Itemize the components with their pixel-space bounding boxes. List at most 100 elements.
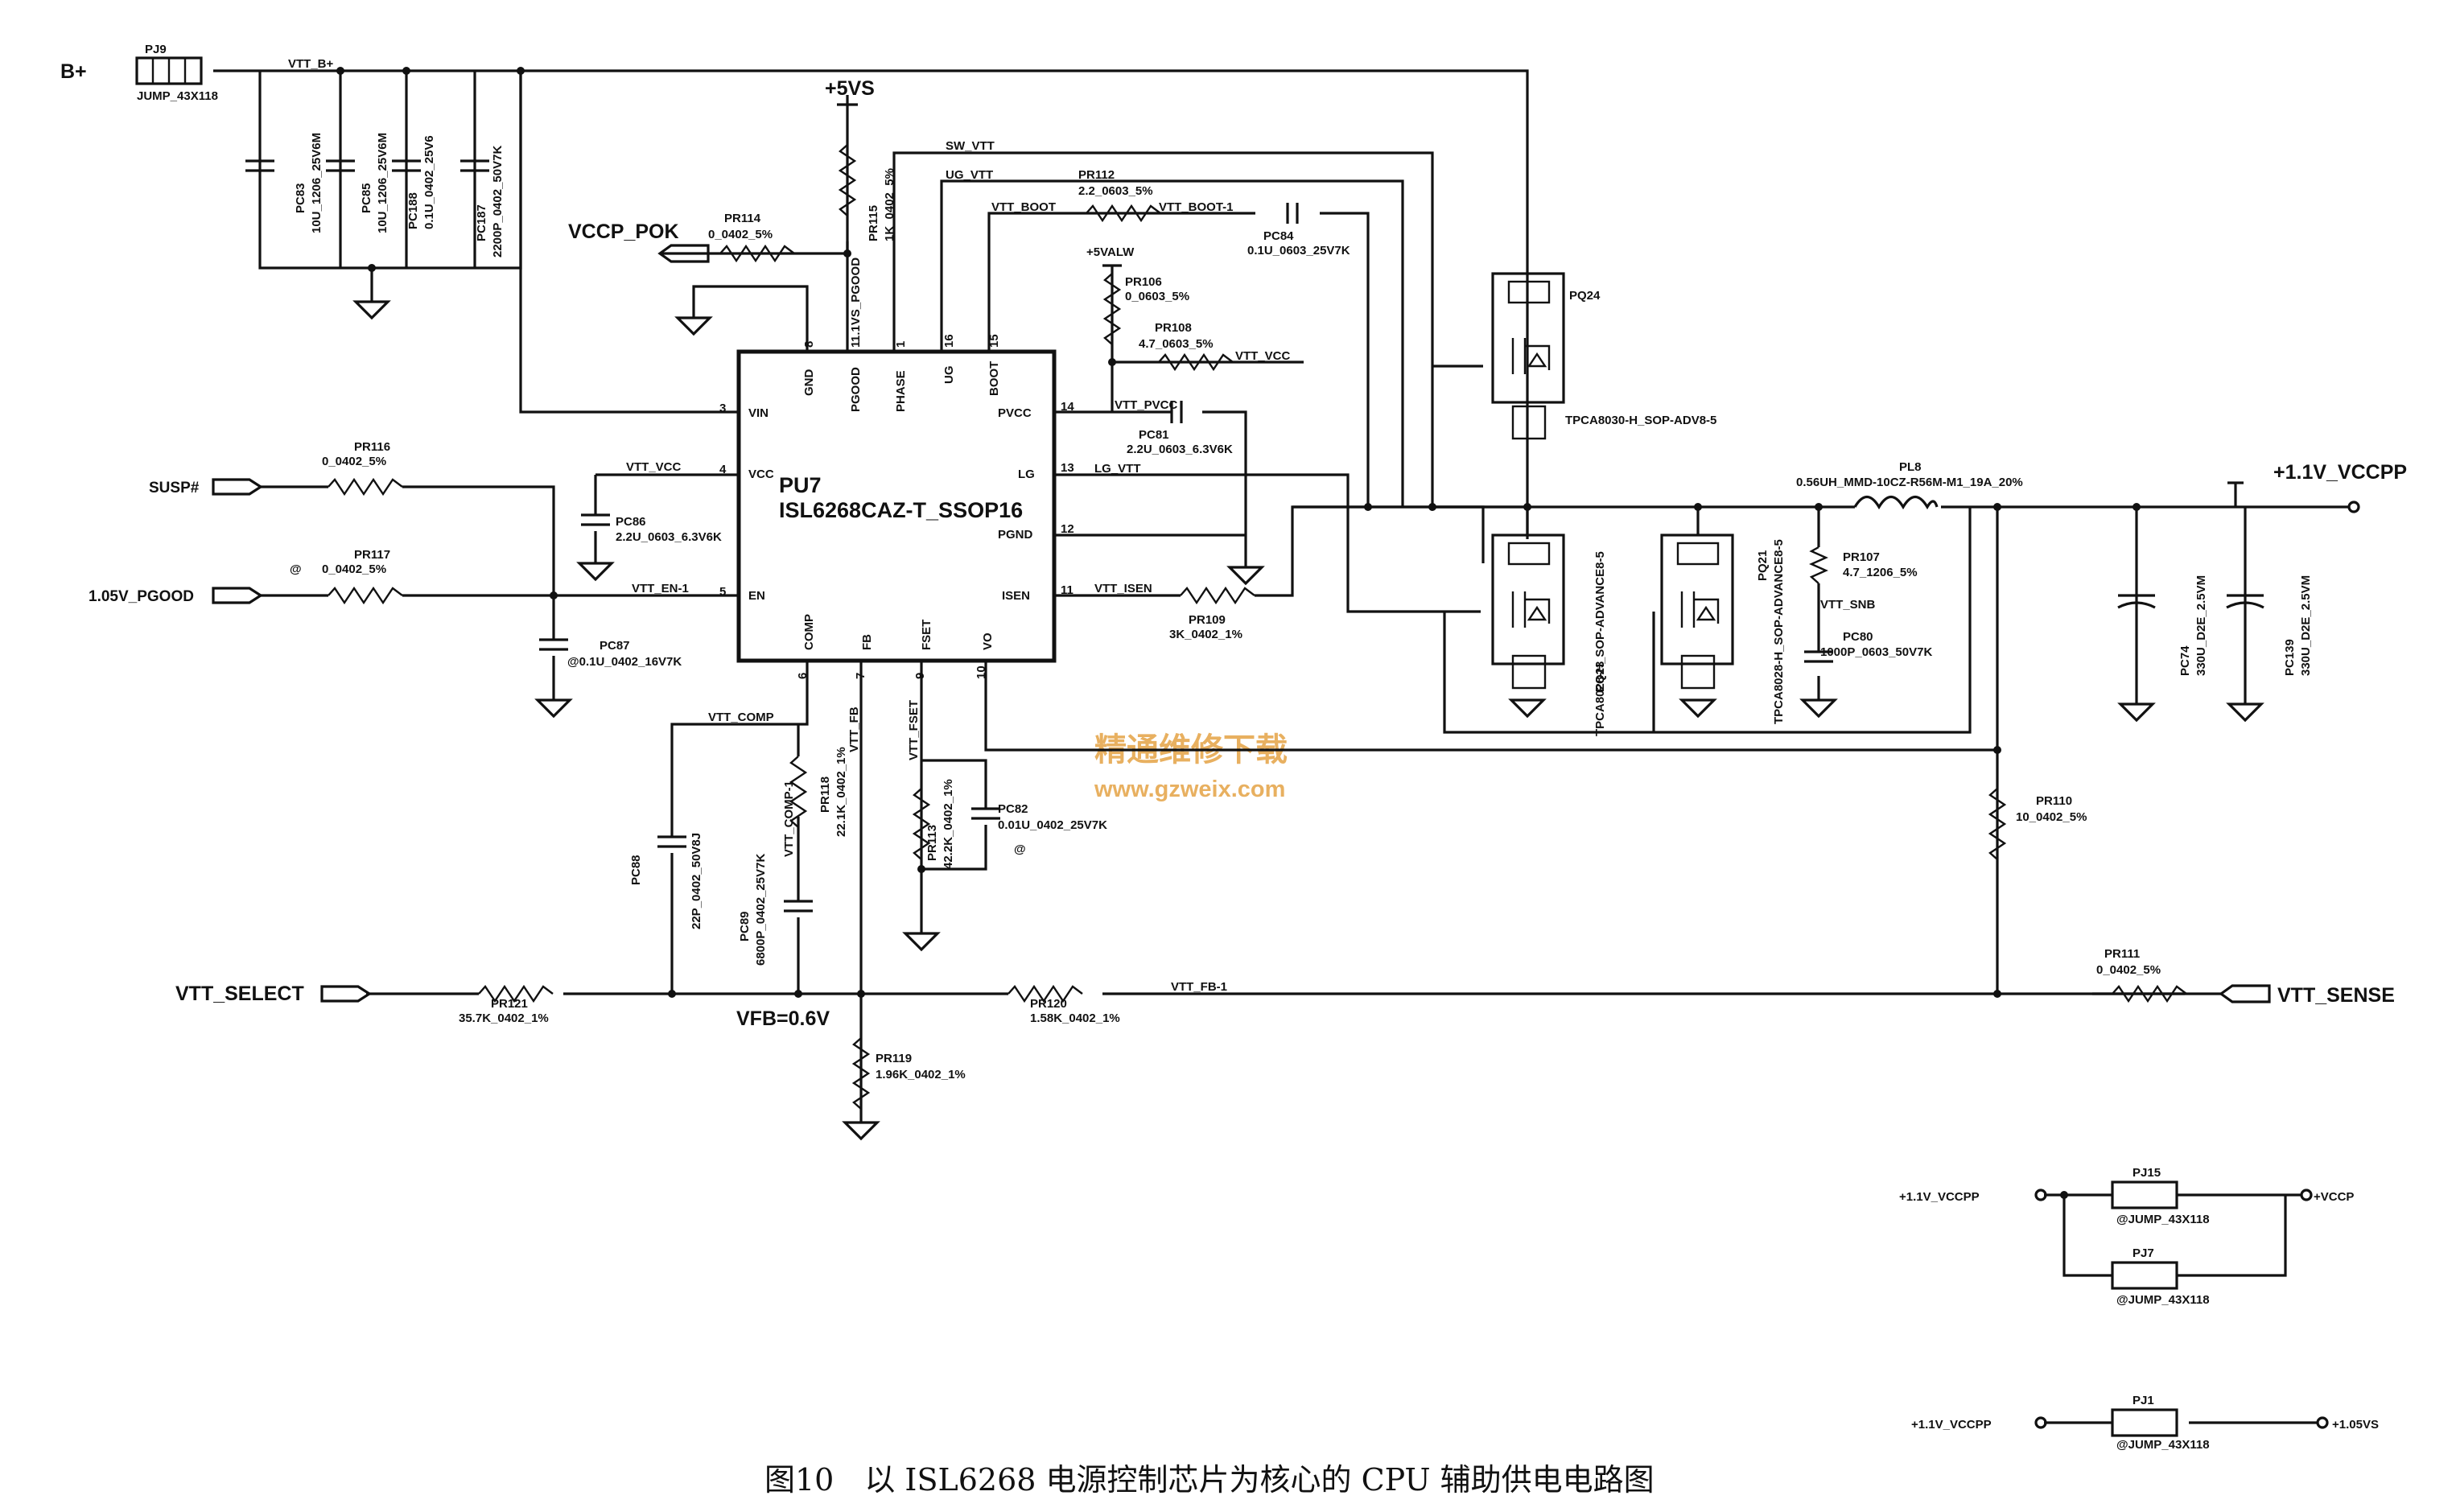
ref-pc80: PC80 bbox=[1843, 630, 1873, 644]
component-labels: PJ9 JUMP_43X118 PR114 0_0402_5% PR112 2.… bbox=[137, 43, 2379, 1452]
ref-pr112: PR112 bbox=[1078, 168, 1115, 182]
junction bbox=[794, 990, 802, 998]
junction bbox=[843, 249, 851, 257]
ref-pc187: PC187 bbox=[475, 204, 488, 241]
mosfet-pq21-body bbox=[1660, 534, 1734, 665]
label-5valw: +5VALW bbox=[1086, 245, 1135, 259]
pin-isen: ISEN bbox=[1002, 589, 1030, 603]
gnd-fset bbox=[902, 932, 941, 952]
jumper-pj1 bbox=[2111, 1408, 2178, 1437]
net-vtt-fb1: VTT_FB-1 bbox=[1171, 980, 1227, 994]
val-pc188: 0.1U_0402_25V6 bbox=[422, 135, 436, 229]
pin-vcc: VCC bbox=[748, 468, 774, 481]
gnd-pc139 bbox=[2226, 702, 2264, 723]
net-vtt-vcc-left: VTT_VCC bbox=[626, 460, 682, 474]
ic-part: ISL6268CAZ-T_SSOP16 bbox=[779, 498, 1023, 522]
wire-pq21-gate-loop bbox=[1443, 507, 1972, 734]
ref-pc86: PC86 bbox=[616, 515, 646, 529]
ref-pq21: PQ21 bbox=[1756, 550, 1770, 581]
ic-ref: PU7 bbox=[779, 473, 822, 497]
junction bbox=[517, 67, 525, 75]
gnd-pc86 bbox=[576, 562, 615, 582]
ref-pc188: PC188 bbox=[406, 192, 420, 229]
ref-pl8: PL8 bbox=[1899, 460, 1922, 474]
mosfet-pq21-pins bbox=[1676, 542, 1720, 566]
resistor-pr110 bbox=[1988, 788, 2007, 860]
pinnum-15: 15 bbox=[987, 334, 1001, 348]
pinnum-16: 16 bbox=[942, 334, 956, 348]
val-pq24: TPCA8030-H_SOP-ADV8-5 bbox=[1565, 414, 1716, 427]
net-vtt-boot1: VTT_BOOT-1 bbox=[1159, 200, 1234, 214]
junction bbox=[550, 591, 558, 599]
mosfet-pq23-body bbox=[1491, 534, 1565, 665]
junctions bbox=[336, 67, 2141, 1199]
net-vtt-fset: VTT_FSET bbox=[907, 700, 921, 760]
val-pj15: @JUMP_43X118 bbox=[2116, 1213, 2210, 1226]
val-pc85: 10U_1206_25V6M bbox=[376, 133, 389, 233]
gnd-pr119 bbox=[842, 1121, 880, 1141]
port-vtt-select-arrow bbox=[320, 985, 372, 1003]
net-labels: VTT_B+ SW_VTT UG_VTT VTT_BOOT VTT_BOOT-1… bbox=[288, 57, 1876, 994]
wire-pvcc bbox=[1054, 410, 1247, 567]
label-vtt-select: VTT_SELECT bbox=[175, 983, 304, 1005]
pinnum-1a: 1 bbox=[849, 341, 863, 348]
label-vccpp: +1.1V_VCCPP bbox=[2273, 461, 2407, 484]
net-vtt-isen: VTT_ISEN bbox=[1094, 582, 1152, 595]
net-vtt-bplus: VTT_B+ bbox=[288, 57, 334, 71]
gnd-pc80 bbox=[1799, 698, 1838, 719]
resistor-pr107 bbox=[1809, 546, 1828, 584]
ref-pq24: PQ24 bbox=[1569, 289, 1601, 303]
gnd-pgnd bbox=[1226, 566, 1265, 586]
val-pl8: 0.56UH_MMD-10CZ-R56M-M1_19A_20% bbox=[1796, 476, 2023, 489]
wire-pj7 bbox=[2062, 1195, 2287, 1277]
val-pr109: 3K_0402_1% bbox=[1169, 628, 1242, 641]
junction bbox=[402, 67, 410, 75]
pinnum-14: 14 bbox=[1061, 400, 1074, 414]
port-vccpp-bar bbox=[2227, 481, 2244, 507]
junction bbox=[917, 865, 925, 873]
cap-pc188 bbox=[392, 159, 421, 172]
wire-vo bbox=[984, 661, 1997, 752]
cap-pc84 bbox=[1286, 203, 1299, 224]
junction bbox=[1993, 746, 2001, 754]
ref-pc89: PC89 bbox=[738, 911, 752, 941]
ref-pr117: PR117 bbox=[354, 548, 390, 562]
val-pc187: 2200P_0402_50V7K bbox=[491, 146, 505, 257]
junction bbox=[668, 990, 676, 998]
pinnum-12: 12 bbox=[1061, 522, 1074, 536]
val-pr113: 42.2K_0402_1% bbox=[942, 779, 955, 869]
junction bbox=[336, 67, 344, 75]
junction bbox=[1428, 503, 1436, 511]
val-pr120: 1.58K_0402_1% bbox=[1030, 1011, 1120, 1025]
val-pc74: 330U_D2E_2.5VM bbox=[2194, 575, 2208, 676]
gnd-pq23 bbox=[1508, 698, 1547, 719]
pin-comp: COMP bbox=[802, 614, 816, 650]
val-pr107: 4.7_1206_5% bbox=[1843, 566, 1918, 579]
junction bbox=[1993, 990, 2001, 998]
label-bplus: B+ bbox=[60, 60, 87, 83]
mosfet-pq21-sym bbox=[1680, 591, 1720, 628]
ref-pc88: PC88 bbox=[629, 855, 643, 885]
ref-pr116: PR116 bbox=[354, 440, 390, 454]
pin-vin: VIN bbox=[748, 406, 769, 420]
gnd-input bbox=[352, 300, 391, 320]
junction bbox=[368, 264, 376, 272]
jumper-pj7 bbox=[2111, 1261, 2178, 1290]
junction bbox=[2060, 1191, 2068, 1199]
mosfet-pq23 bbox=[1491, 534, 1565, 690]
net-vtt-fb: VTT_FB bbox=[847, 707, 861, 752]
net-vtt-snb: VTT_SNB bbox=[1820, 598, 1876, 612]
junction bbox=[1993, 503, 2001, 511]
capacitor-symbols bbox=[245, 159, 2264, 913]
wire-vin bbox=[519, 71, 739, 414]
wire-output-caps bbox=[2135, 507, 2247, 704]
label-vfb: VFB=0.6V bbox=[736, 1007, 830, 1030]
inductor-pl8 bbox=[1853, 495, 1939, 510]
val-pr108: 4.7_0603_5% bbox=[1139, 337, 1214, 351]
val-pc84: 0.1U_0603_25V7K bbox=[1247, 244, 1350, 257]
gnd-pc87 bbox=[534, 698, 573, 719]
resistor-symbols bbox=[328, 144, 2187, 1110]
mosfet-pq21-src bbox=[1680, 654, 1716, 690]
val-pc86: 2.2U_0603_6.3V6K bbox=[616, 530, 722, 544]
ref-pc87: PC87 bbox=[600, 639, 630, 653]
